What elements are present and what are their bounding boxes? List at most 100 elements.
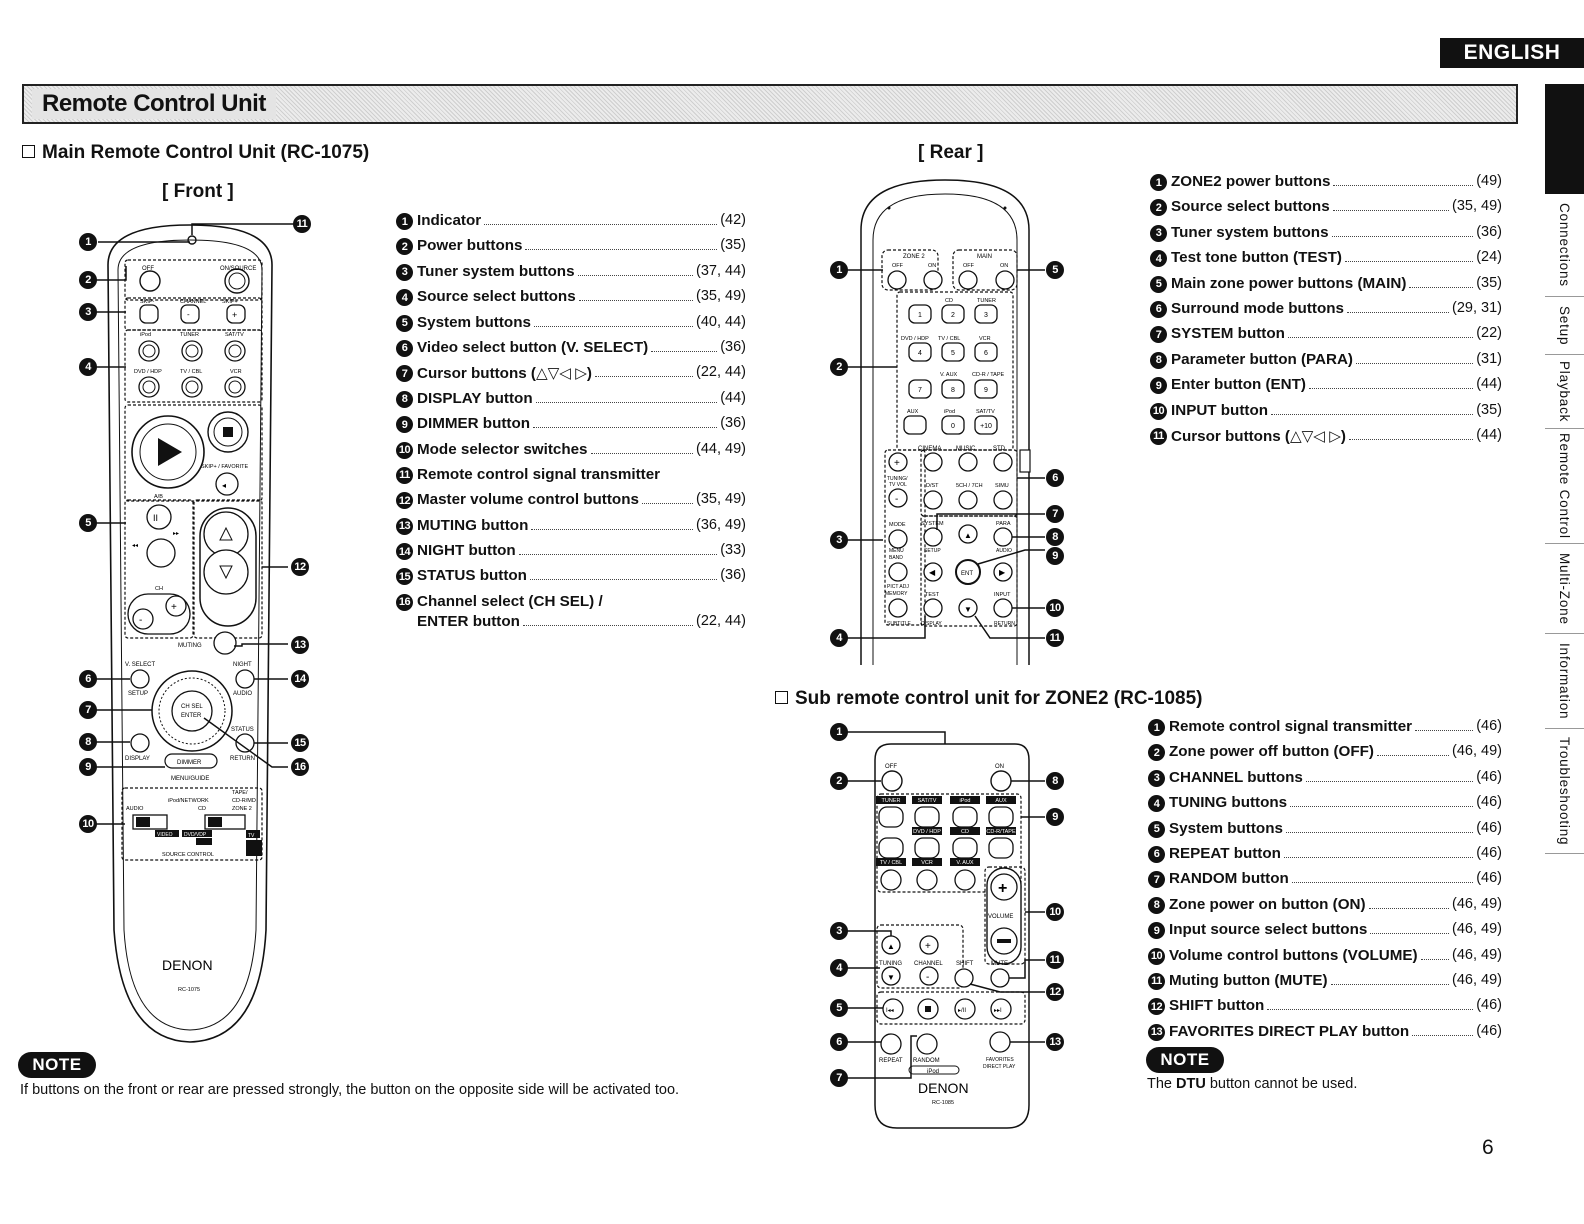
keypad-key-0[interactable] (941, 415, 965, 435)
ipod-source-button[interactable] (138, 340, 160, 362)
sub-shift-button[interactable] (954, 968, 974, 988)
cinema-button[interactable] (923, 452, 943, 472)
main-on-button[interactable] (995, 270, 1015, 290)
keypad-key-6[interactable] (974, 342, 998, 362)
sub-source-button-vaux[interactable] (954, 869, 976, 891)
rear-cursor-down-button[interactable] (958, 598, 978, 618)
channel-up-button[interactable] (226, 304, 246, 324)
keypad-key-2[interactable] (941, 304, 965, 324)
sub-source-button-tuner[interactable] (878, 806, 904, 828)
volume-down-button[interactable] (203, 549, 249, 595)
item-pages: (44) (1476, 376, 1502, 393)
muting-button[interactable] (213, 631, 237, 655)
keypad-key-+10[interactable] (974, 415, 998, 435)
sub-skip-back-button[interactable] (882, 998, 904, 1020)
system-button[interactable] (923, 527, 943, 547)
note-badge: NOTE (18, 1052, 96, 1078)
main-off-button[interactable] (958, 270, 978, 290)
rear-cursor-right-button[interactable] (993, 562, 1013, 582)
rear-tuning-down-button[interactable] (888, 488, 908, 508)
side-tab-troubleshooting[interactable]: Troubleshooting (1545, 729, 1584, 854)
test-button[interactable] (923, 598, 943, 618)
sub-source-button-sattv[interactable] (914, 806, 940, 828)
sub-source-button-cd[interactable] (952, 837, 978, 859)
simu-button[interactable] (993, 490, 1013, 510)
keypad-key-9[interactable] (974, 379, 998, 399)
sub-tuning-down-button[interactable] (881, 966, 901, 986)
dimmer-button[interactable] (164, 753, 218, 769)
display-button[interactable] (130, 733, 150, 753)
std-button[interactable] (993, 452, 1013, 472)
sub-on-button[interactable] (990, 770, 1012, 792)
side-tab-playback[interactable]: Playback (1545, 355, 1584, 429)
ab-button[interactable] (146, 504, 172, 530)
ch-up-button[interactable] (165, 595, 187, 617)
sub-random-button[interactable] (916, 1033, 938, 1055)
sub-source-button-cdrtape[interactable] (988, 837, 1014, 859)
rear-tuning-up-button[interactable] (888, 452, 908, 472)
rewind-button[interactable] (146, 538, 176, 568)
mode-button[interactable] (888, 529, 908, 549)
side-tab-multi-zone[interactable]: Multi-Zone (1545, 544, 1584, 634)
side-tab-setup[interactable]: Setup (1545, 297, 1584, 355)
rear-cursor-left-button[interactable] (923, 562, 943, 582)
sub-play-pause-button[interactable] (954, 998, 976, 1020)
vselect-button[interactable] (130, 669, 150, 689)
front-remote-diagram: OFF ON/SOURCE SKIP- CHANNEL SKIP+ - + iP… (94, 223, 296, 1043)
sub-source-button-dvdhdp[interactable] (914, 837, 940, 859)
channel-down-button[interactable] (180, 304, 200, 324)
ent-button[interactable] (955, 559, 981, 585)
ch-sel-enter-button[interactable] (171, 690, 213, 732)
input-button[interactable] (993, 598, 1013, 618)
sub-source-button-extra[interactable] (878, 837, 904, 859)
sub-favorites-button[interactable] (989, 1031, 1011, 1053)
sub-channel-up-button[interactable] (919, 935, 939, 955)
sub-off-button[interactable] (881, 770, 903, 792)
skip-minus-button[interactable] (139, 304, 159, 324)
para-button[interactable] (993, 527, 1013, 547)
tuner-source-button[interactable] (181, 340, 203, 362)
sub-channel-down-button[interactable] (919, 966, 939, 986)
band-button[interactable] (888, 562, 908, 582)
sub-source-button-vcr[interactable] (916, 869, 938, 891)
vcr-source-button[interactable] (224, 376, 246, 398)
tvcbl-source-button[interactable] (181, 376, 203, 398)
ch-down-button[interactable] (132, 608, 154, 630)
sub-skip-forward-button[interactable] (990, 998, 1012, 1020)
item-number-badge: 9 (396, 416, 413, 434)
skip-favorite-button[interactable] (215, 472, 239, 496)
keypad-key-5[interactable] (941, 342, 965, 362)
sattv-source-button[interactable] (224, 340, 246, 362)
sub-volume-up-button[interactable] (990, 873, 1018, 901)
memory-button[interactable] (888, 598, 908, 618)
keypad-key-7[interactable] (908, 379, 932, 399)
side-tab-information[interactable]: Information (1545, 634, 1584, 729)
sub-note-text: The DTU button cannot be used. (1147, 1076, 1358, 1092)
zone2-on-button[interactable] (923, 270, 943, 290)
sub-source-button-tvcbl[interactable] (880, 869, 902, 891)
keypad-key-4[interactable] (908, 342, 932, 362)
keypad-key-8[interactable] (941, 379, 965, 399)
zone2-off-button[interactable] (887, 270, 907, 290)
front-model-label: RC-1075 (178, 987, 200, 993)
sub-mute-button[interactable] (990, 968, 1010, 988)
side-tab-remote-control[interactable]: Remote Control (1545, 429, 1584, 544)
rear-zone2-off-label: OFF (892, 263, 904, 269)
item-label: System buttons (417, 313, 531, 331)
sub-source-button-aux[interactable] (988, 806, 1014, 828)
dst-button[interactable] (923, 490, 943, 510)
keypad-key-3[interactable] (974, 304, 998, 324)
night-button[interactable] (235, 669, 255, 689)
sub-source-button-ipod[interactable] (952, 806, 978, 828)
rear-cursor-up-button[interactable] (958, 524, 978, 544)
dvd-source-button[interactable] (138, 376, 160, 398)
item-pages: (46) (1476, 794, 1502, 811)
keypad-key-1[interactable] (908, 304, 932, 324)
keypad-aux-key[interactable] (903, 415, 927, 435)
sub-repeat-button[interactable] (880, 1033, 902, 1055)
power-off-button[interactable] (139, 270, 161, 292)
side-tab-connections[interactable]: Connections (1545, 194, 1584, 297)
music-button[interactable] (958, 452, 978, 472)
ch57-button[interactable] (958, 490, 978, 510)
